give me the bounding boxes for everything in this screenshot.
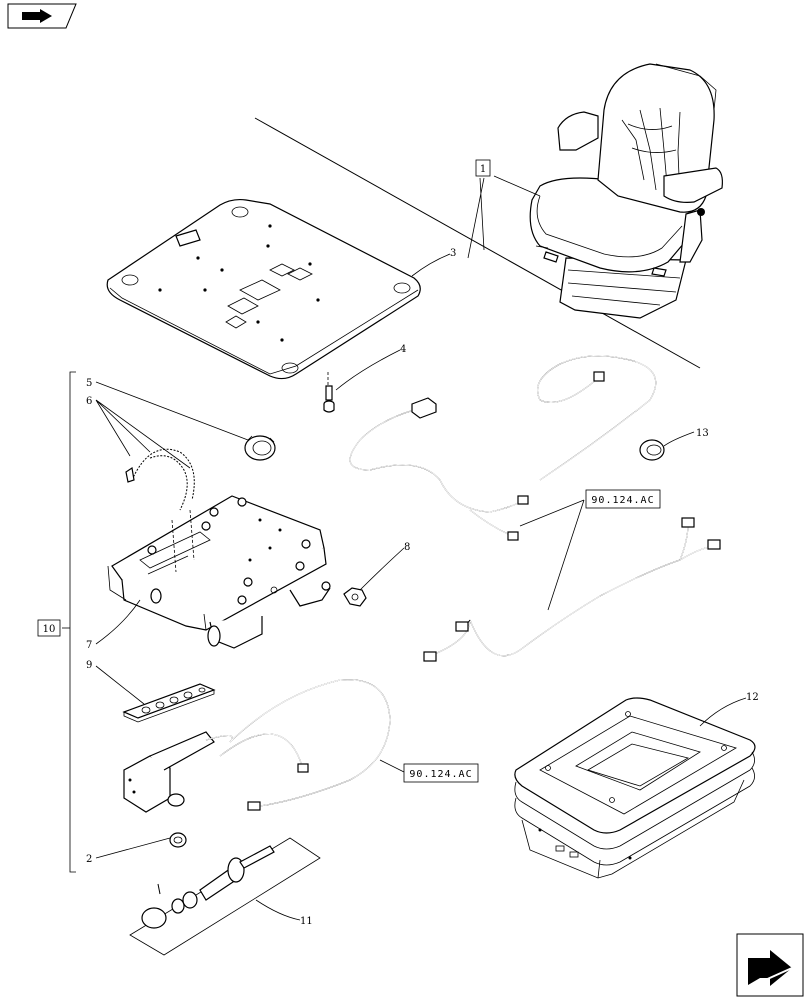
hex-nut xyxy=(343,587,367,607)
wiring-harness-2 xyxy=(423,517,721,662)
height-actuator xyxy=(123,679,391,813)
reference-a-text: 90.124.AC xyxy=(591,495,654,506)
wiring-harness xyxy=(349,355,657,541)
callout-13: 13 xyxy=(696,428,709,439)
callout-3: 3 xyxy=(450,248,456,259)
bellows-frame xyxy=(514,697,756,879)
callout-5: 5 xyxy=(86,378,92,389)
seat-assembly xyxy=(529,63,723,319)
spacer-plate xyxy=(122,683,216,723)
callout-8: 8 xyxy=(404,542,410,553)
reference-box-b[interactable]: 90.124.AC xyxy=(403,763,479,783)
callout-2: 2 xyxy=(86,854,92,865)
callout-11: 11 xyxy=(300,916,313,927)
reference-box-a[interactable]: 90.124.AC xyxy=(585,489,661,509)
book-arrow-icon[interactable] xyxy=(7,3,77,29)
callout-7: 7 xyxy=(86,640,92,651)
leader-lines xyxy=(62,175,747,921)
reference-b-text: 90.124.AC xyxy=(409,769,472,780)
hose-clamp xyxy=(244,435,276,461)
bolt xyxy=(323,372,335,413)
callout-10: 10 xyxy=(37,619,61,637)
hose-clamp-13 xyxy=(639,439,665,461)
divider-line xyxy=(254,117,701,369)
callout-9: 9 xyxy=(86,660,92,671)
callout-1: 1 xyxy=(475,159,491,177)
corrugated-guide xyxy=(125,448,195,511)
callout-1-text: 1 xyxy=(480,164,486,175)
callout-10-text: 10 xyxy=(43,624,56,635)
callout-12: 12 xyxy=(746,692,759,703)
next-page-arrow-icon[interactable] xyxy=(736,933,804,997)
callout-4: 4 xyxy=(400,344,406,355)
plug xyxy=(169,832,187,848)
callout-6: 6 xyxy=(86,396,92,407)
suspension-unit xyxy=(107,495,331,649)
knob-kit xyxy=(129,837,321,956)
mounting-plate xyxy=(106,198,421,380)
